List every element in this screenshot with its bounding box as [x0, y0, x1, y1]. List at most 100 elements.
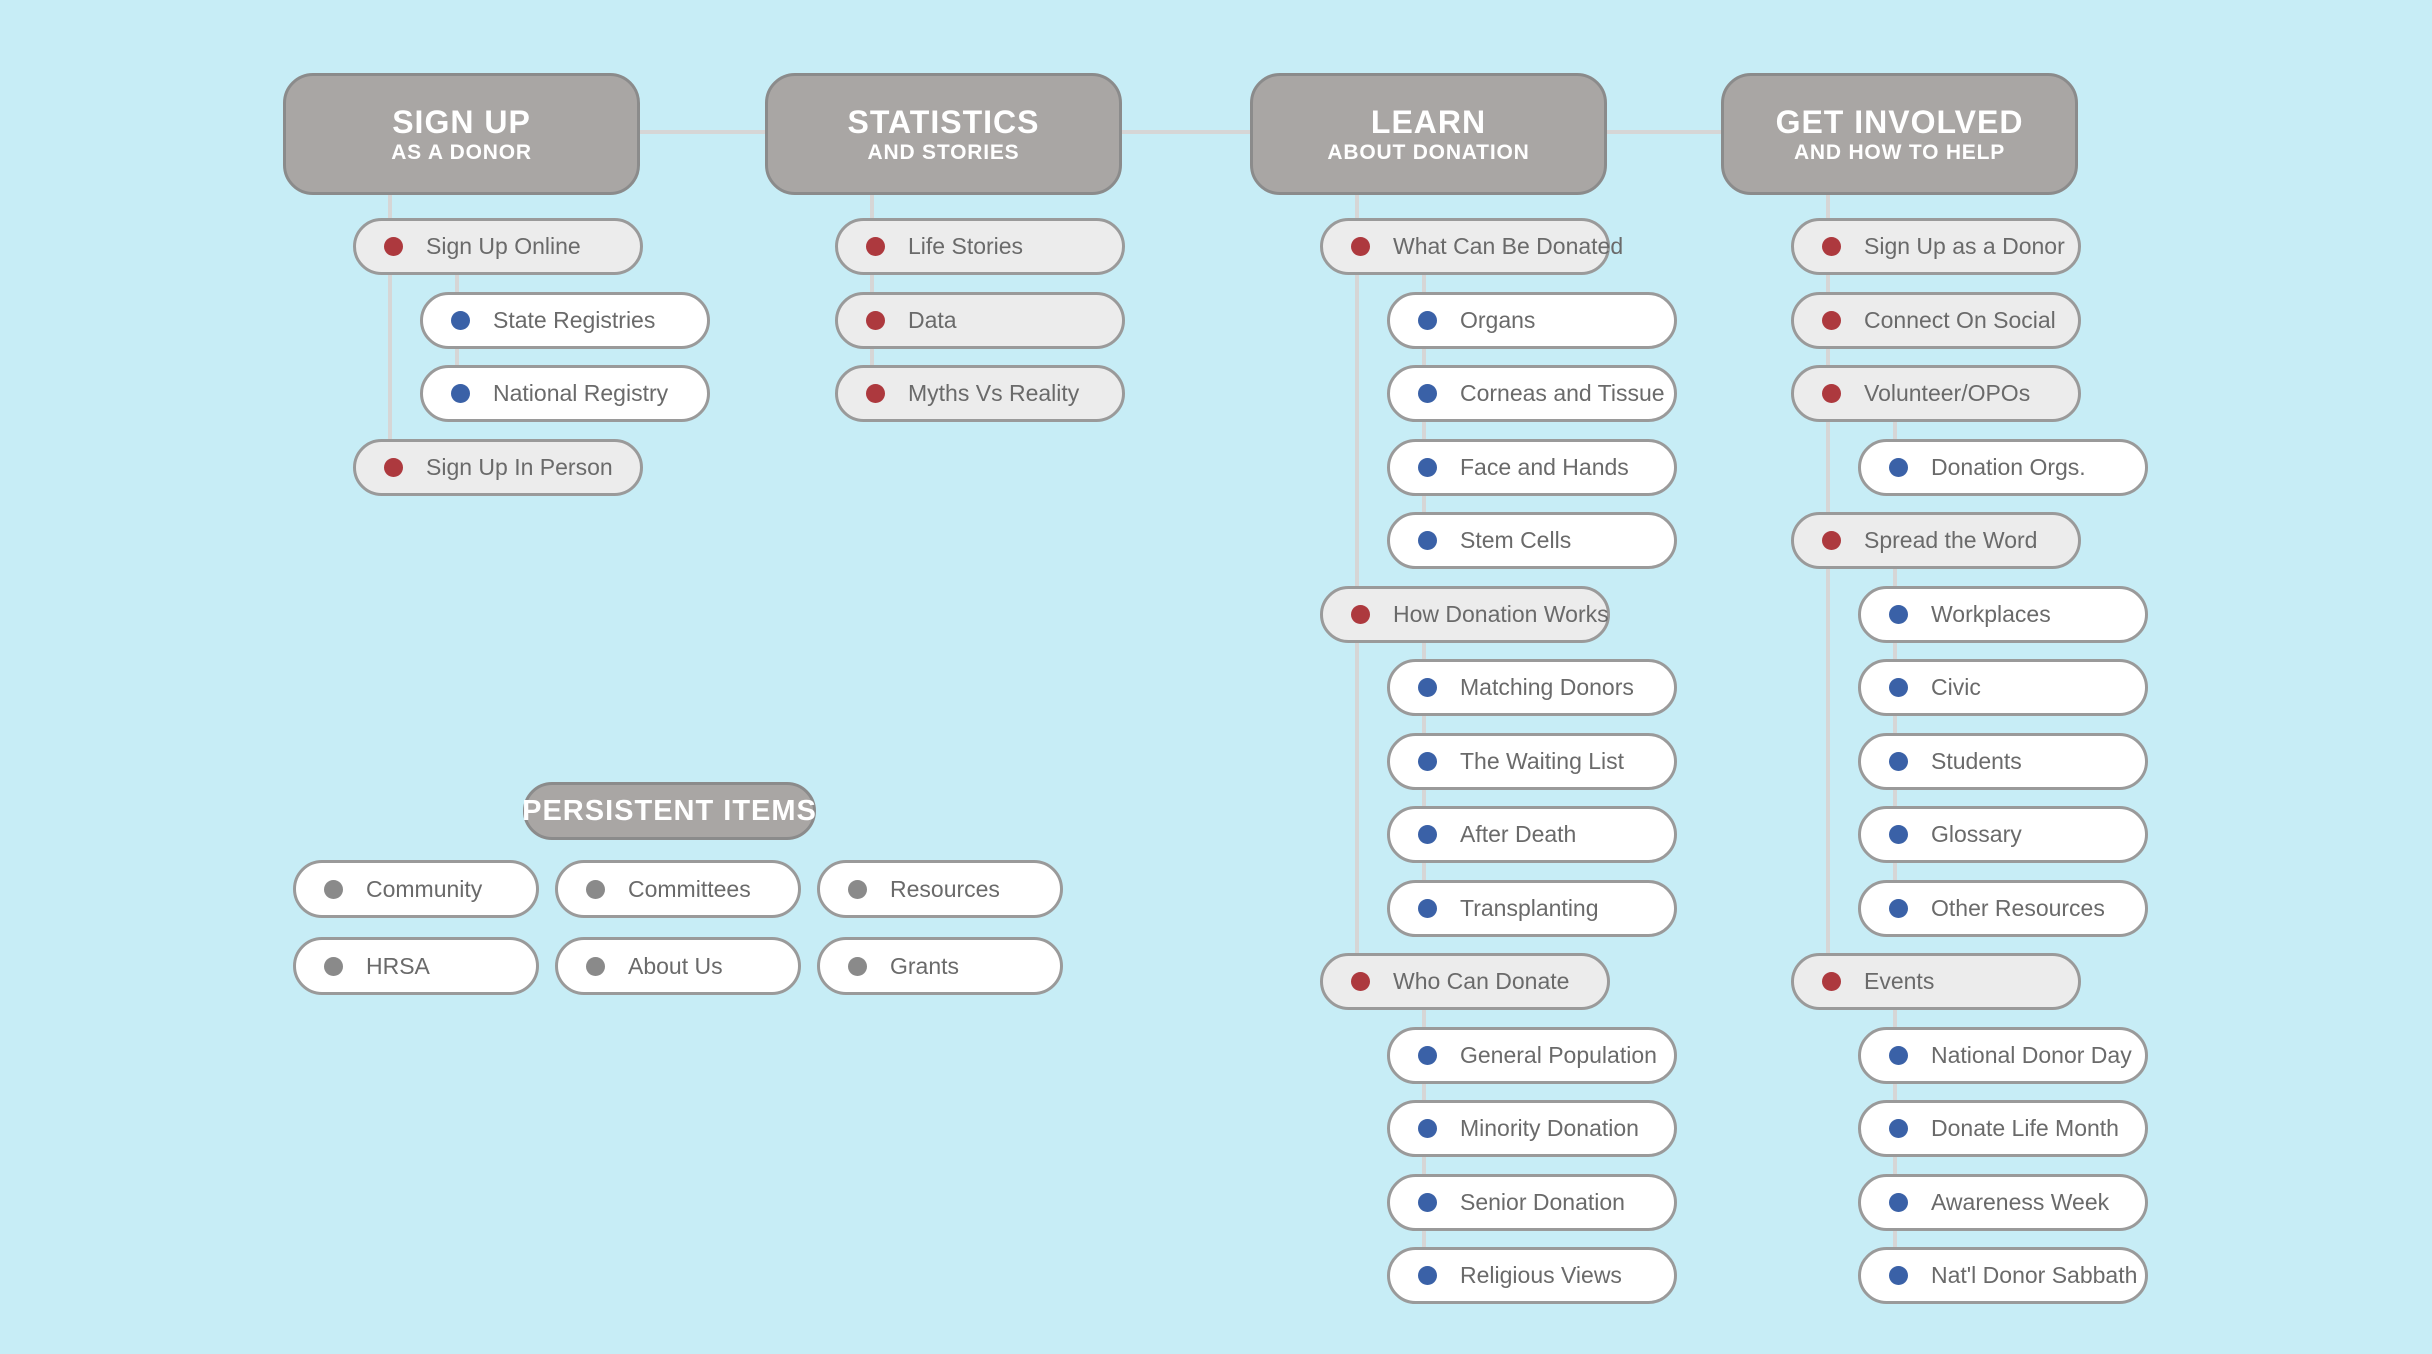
- sitemap-node-level1[interactable]: Who Can Donate: [1320, 953, 1610, 1010]
- sitemap-node-level2[interactable]: Transplanting: [1387, 879, 1677, 937]
- bullet-red-icon: [384, 237, 403, 256]
- sitemap-node-persistent[interactable]: About Us: [555, 937, 801, 995]
- sitemap-node-level1[interactable]: How Donation Works: [1320, 585, 1610, 643]
- bullet-blue-icon: [1418, 1266, 1437, 1285]
- sitemap-node-level1[interactable]: Connect On Social: [1791, 291, 2081, 349]
- section-header-persistent-items[interactable]: PERSISTENT ITEMS: [522, 782, 817, 840]
- bullet-blue-icon: [1418, 457, 1437, 477]
- sitemap-node-persistent[interactable]: Grants: [817, 937, 1063, 995]
- node-label: About Us: [628, 952, 723, 979]
- node-label: Workplaces: [1931, 600, 2051, 627]
- bullet-blue-icon: [1889, 1266, 1908, 1285]
- bullet-blue-icon: [1418, 678, 1437, 697]
- sitemap-node-level2[interactable]: Matching Donors: [1387, 659, 1677, 716]
- node-label: State Registries: [493, 306, 656, 333]
- sitemap-node-persistent[interactable]: HRSA: [293, 937, 539, 995]
- sitemap-node-level2[interactable]: National Registry: [420, 365, 710, 422]
- node-label: Events: [1864, 968, 1935, 994]
- sitemap-node-level1[interactable]: Sign Up as a Donor: [1791, 218, 2081, 275]
- node-label: How Donation Works: [1393, 600, 1609, 627]
- bullet-blue-icon: [1418, 898, 1437, 918]
- sitemap-node-level1[interactable]: Sign Up In Person: [353, 438, 643, 496]
- node-label: Resources: [890, 875, 1000, 902]
- sitemap-node-level2[interactable]: Religious Views: [1387, 1247, 1677, 1304]
- bullet-gray-icon: [324, 879, 343, 899]
- bullet-red-icon: [1351, 604, 1370, 624]
- node-label: Matching Donors: [1460, 674, 1634, 700]
- bullet-red-icon: [1822, 237, 1841, 256]
- bullet-blue-icon: [1889, 1119, 1908, 1138]
- bullet-red-icon: [866, 384, 885, 403]
- sitemap-node-level2[interactable]: Donate Life Month: [1858, 1100, 2148, 1157]
- sitemap-node-persistent[interactable]: Resources: [817, 860, 1063, 918]
- section-title: STATISTICS: [847, 103, 1040, 140]
- sitemap-node-level2[interactable]: National Donor Day: [1858, 1026, 2148, 1084]
- node-label: Students: [1931, 747, 2022, 774]
- sitemap-node-persistent[interactable]: Committees: [555, 860, 801, 918]
- section-subtitle: AS A DONOR: [391, 141, 532, 165]
- sitemap-node-level2[interactable]: After Death: [1387, 806, 1677, 863]
- bullet-blue-icon: [1418, 1045, 1437, 1065]
- sitemap-node-level2[interactable]: Senior Donation: [1387, 1173, 1677, 1231]
- node-label: Sign Up as a Donor: [1864, 233, 2065, 259]
- sitemap-node-level2[interactable]: Workplaces: [1858, 585, 2148, 643]
- node-label: Donate Life Month: [1931, 1115, 2119, 1141]
- node-label: Life Stories: [908, 233, 1024, 259]
- sitemap-node-level1[interactable]: Events: [1791, 953, 2081, 1010]
- sitemap-node-level2[interactable]: State Registries: [420, 291, 710, 349]
- bullet-red-icon: [1351, 237, 1370, 256]
- node-label: Religious Views: [1460, 1262, 1622, 1288]
- section-title: SIGN UP: [392, 103, 531, 140]
- node-label: Transplanting: [1460, 894, 1599, 921]
- section-title: GET INVOLVED: [1775, 103, 2024, 140]
- bullet-blue-icon: [1418, 531, 1437, 550]
- sitemap-node-level2[interactable]: The Waiting List: [1387, 732, 1677, 790]
- node-label: The Waiting List: [1460, 747, 1625, 774]
- bullet-blue-icon: [1889, 825, 1908, 844]
- node-label: Volunteer/OPOs: [1864, 380, 2031, 406]
- sitemap-node-persistent[interactable]: Community: [293, 860, 539, 918]
- sitemap-node-level1[interactable]: Sign Up Online: [353, 218, 643, 275]
- node-label: National Donor Day: [1931, 1041, 2132, 1068]
- section-title: PERSISTENT ITEMS: [522, 794, 817, 827]
- bullet-blue-icon: [1889, 678, 1908, 697]
- node-label: Stem Cells: [1460, 527, 1572, 553]
- bullet-red-icon: [866, 310, 885, 330]
- sitemap-node-level2[interactable]: Civic: [1858, 659, 2148, 716]
- node-label: Organs: [1460, 306, 1536, 333]
- sitemap-node-level2[interactable]: Corneas and Tissue: [1387, 365, 1677, 422]
- bullet-blue-icon: [1889, 898, 1908, 918]
- bullet-red-icon: [384, 457, 403, 477]
- sitemap-node-level2[interactable]: Other Resources: [1858, 879, 2148, 937]
- sitemap-node-level1[interactable]: Data: [835, 291, 1125, 349]
- sitemap-node-level1[interactable]: Myths Vs Reality: [835, 365, 1125, 422]
- node-label: Sign Up In Person: [426, 453, 613, 480]
- bullet-gray-icon: [324, 956, 343, 976]
- sitemap-node-level2[interactable]: Donation Orgs.: [1858, 438, 2148, 496]
- node-label: Face and Hands: [1460, 453, 1629, 480]
- sitemap-node-level2[interactable]: Nat'l Donor Sabbath: [1858, 1247, 2148, 1304]
- bullet-blue-icon: [451, 310, 470, 330]
- sitemap-node-level2[interactable]: Face and Hands: [1387, 438, 1677, 496]
- bullet-blue-icon: [1418, 384, 1437, 403]
- bullet-blue-icon: [451, 384, 470, 403]
- sitemap-node-level2[interactable]: General Population: [1387, 1026, 1677, 1084]
- sitemap-node-level2[interactable]: Glossary: [1858, 806, 2148, 863]
- sitemap-node-level2[interactable]: Awareness Week: [1858, 1173, 2148, 1231]
- column-connector-line: [1826, 195, 1830, 982]
- sitemap-node-level2[interactable]: Students: [1858, 732, 2148, 790]
- sitemap-node-level2[interactable]: Stem Cells: [1387, 512, 1677, 569]
- sitemap-node-level2[interactable]: Organs: [1387, 291, 1677, 349]
- sitemap-node-level1[interactable]: What Can Be Donated: [1320, 218, 1623, 275]
- sitemap-node-level2[interactable]: Minority Donation: [1387, 1100, 1677, 1157]
- sitemap-node-level1[interactable]: Volunteer/OPOs: [1791, 365, 2081, 422]
- section-subtitle: AND STORIES: [867, 141, 1020, 165]
- sitemap-node-level1[interactable]: Spread the Word: [1791, 512, 2081, 569]
- bullet-blue-icon: [1889, 1045, 1908, 1065]
- bullet-red-icon: [1822, 384, 1841, 403]
- sitemap-node-level1[interactable]: Life Stories: [835, 218, 1125, 275]
